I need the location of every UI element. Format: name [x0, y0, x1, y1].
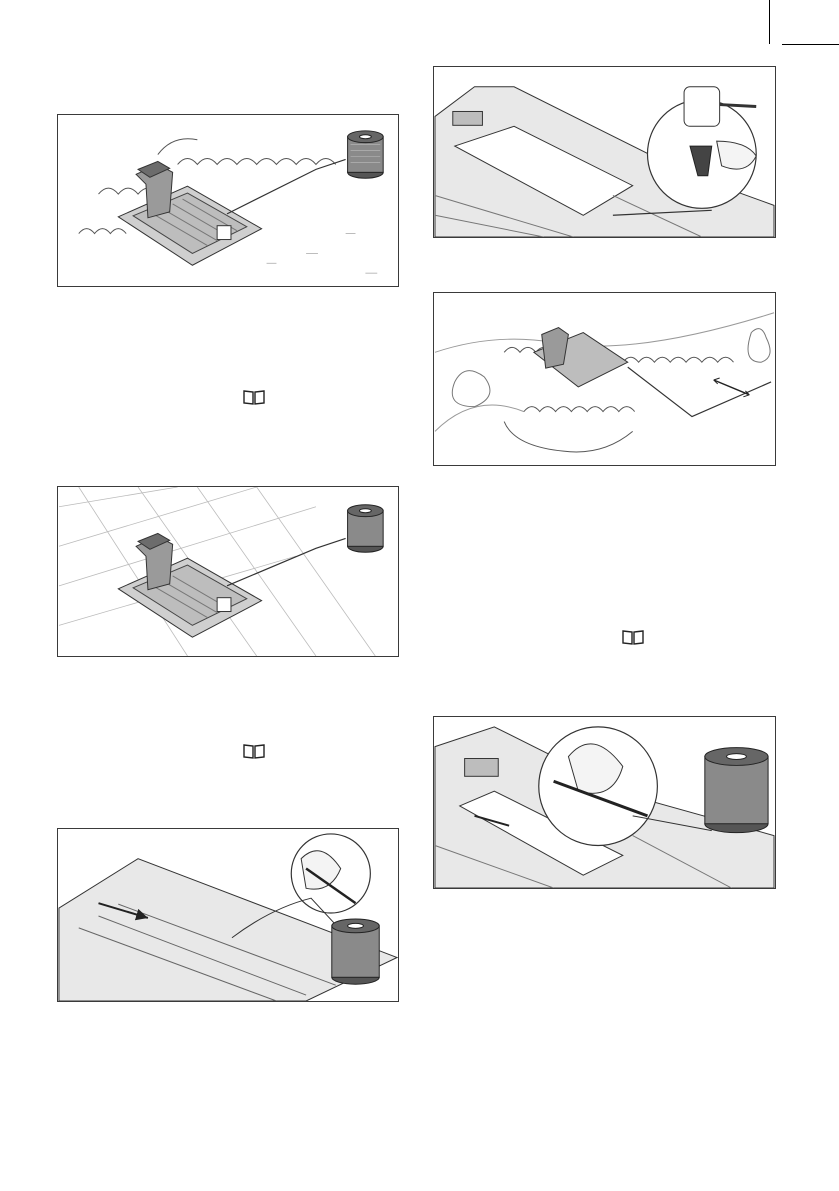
- figure-paving-charging-station: [57, 486, 399, 657]
- figure-lawn-charging-station: [57, 114, 399, 287]
- hammer-peg-illustration: [434, 67, 775, 237]
- book-icon: [243, 389, 265, 405]
- figure-hammer-peg: [433, 66, 776, 238]
- wire-connection-illustration: [434, 717, 775, 888]
- figure-wire-under-plate: [57, 828, 399, 1002]
- crop-mark: [782, 44, 839, 45]
- figure-garden-layout: [433, 292, 776, 466]
- charging-station-illustration: [58, 115, 398, 286]
- garden-layout-illustration: [434, 293, 775, 465]
- figure-wire-connection: [433, 716, 776, 889]
- book-icon: [243, 743, 265, 759]
- book-icon: [622, 629, 644, 645]
- crop-mark: [769, 0, 770, 44]
- charging-station-on-paving-illustration: [58, 487, 398, 656]
- wire-under-plate-illustration: [58, 829, 398, 1001]
